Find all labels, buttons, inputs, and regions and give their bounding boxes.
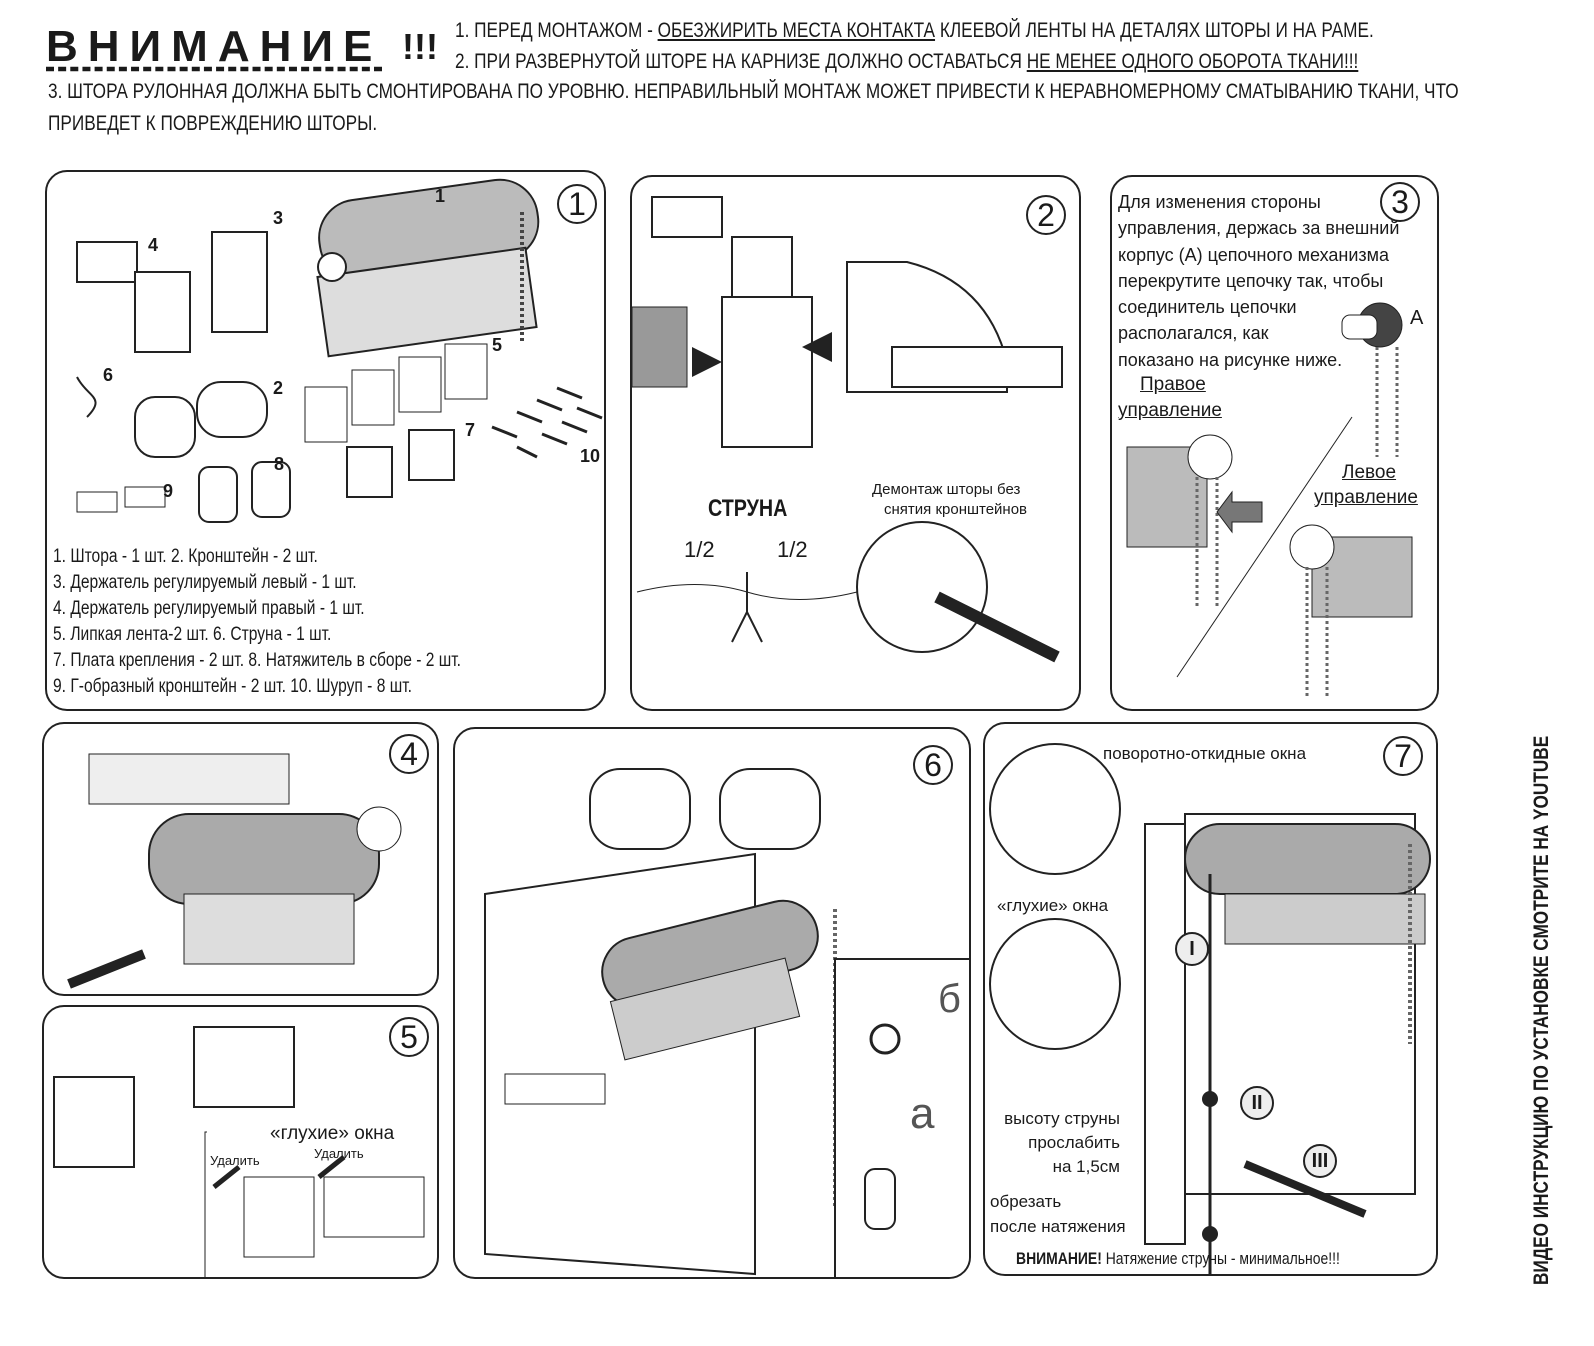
step-3-panel: 3 Для изменения стороны управления, держ… (1110, 175, 1439, 711)
remove-label: Удалить (210, 1153, 260, 1168)
dismount-caption-line: Демонтаж шторы без (872, 481, 1021, 498)
parts-list-text: 1. Штора - 1 шт. 2. Кронштейн - 2 шт. (53, 546, 318, 567)
tension-warning: ВНИМАНИЕ! Натяжение струны - минимальное… (1016, 1249, 1411, 1269)
stage-marker-2: II (1240, 1086, 1274, 1120)
bracket-illustration (632, 196, 1063, 663)
part-label: 6 (103, 365, 114, 385)
part-label: 8 (274, 454, 285, 474)
control-side-instructions: Для изменения стороны управления, держас… (1118, 189, 1399, 373)
note-3-line2-text: ПРИВЕДЕТ К ПОВРЕЖДЕНИЮ ШТОРЫ. (48, 112, 378, 135)
instruction-line: показано на рисунке ниже. (1118, 349, 1343, 370)
part-label: 10 (580, 446, 601, 466)
part-label: 3 (273, 208, 284, 228)
right-control-label: управление (1118, 400, 1222, 421)
half-right-label: 1/2 (777, 537, 808, 562)
step-1-panel: 1 1 2 3 4 5 6 7 8 9 10 1. Штора - 1 шт. … (45, 170, 606, 711)
blind-window-illustration (53, 1026, 425, 1277)
note-1-suffix: КЛЕЕВОЙ ЛЕНТЫ НА ДЕТАЛЯХ ШТОРЫ И НА РАМЕ… (935, 19, 1374, 42)
part-label: 4 (148, 235, 159, 255)
parts-list-item: 1. Штора - 1 шт. 2. Кронштейн - 2 шт. (53, 544, 551, 570)
tension-warning-bold: ВНИМАНИЕ! (1016, 1249, 1102, 1268)
half-left-label: 1/2 (684, 537, 715, 562)
instruction-line: управления, держась за внешний (1118, 218, 1400, 239)
string-label-text: СТРУНА (708, 495, 788, 522)
parts-list-text: 9. Г-образный кронштейн - 2 шт. 10. Шуру… (53, 676, 412, 697)
part-label: 2 (273, 378, 284, 398)
cut-caption-line: обрезать (990, 1192, 1062, 1211)
slack-caption-line: на 1,5см (1052, 1157, 1120, 1176)
step-number: 7 (1383, 736, 1423, 776)
youtube-video-note-text: ВИДЕО ИНСТРУКЦИЮ ПО УСТАНОВКЕ СМОТРИТЕ Н… (1530, 735, 1553, 1285)
step-number: 3 (1380, 182, 1420, 222)
step-4-panel: 4 (42, 722, 439, 996)
dismount-caption-line: снятия кронштейнов (884, 501, 1028, 518)
note-1: 1. ПЕРЕД МОНТАЖОМ - ОБЕЗЖИРИТЬ МЕСТА КОН… (455, 19, 1575, 43)
part-label: 9 (163, 481, 174, 501)
tilt-window-illustration (484, 768, 969, 1277)
stage-marker-3: III (1303, 1144, 1337, 1178)
part-label: 5 (492, 335, 503, 355)
left-control-label: Левое (1342, 462, 1397, 483)
step-number: 1 (557, 184, 597, 224)
label-a: а (910, 1089, 935, 1138)
right-control-label: Правое (1140, 374, 1206, 395)
note-3-line1-text: 3. ШТОРА РУЛОННАЯ ДОЛЖНА БЫТЬ СМОНТИРОВА… (48, 80, 1459, 103)
instruction-line: Для изменения стороны (1118, 192, 1321, 212)
parts-list-item: 7. Плата крепления - 2 шт. 8. Натяжитель… (53, 648, 551, 674)
left-control-label: управление (1314, 487, 1418, 508)
step-number: 5 (389, 1017, 429, 1057)
step-number: 6 (913, 745, 953, 785)
tension-illustration (989, 743, 1431, 1274)
cut-caption-line: после натяжения (990, 1217, 1126, 1236)
slack-caption-line: высоту струны (1004, 1109, 1120, 1128)
dismount-caption: Демонтаж шторы без снятия кронштейнов (872, 480, 1027, 520)
note-2-emphasis: НЕ МЕНЕЕ ОДНОГО ОБОРОТА ТКАНИ!!! (1026, 50, 1359, 73)
step-2-panel: 2 СТРУНА 1/2 1/2 Демонтаж шторы без снят… (630, 175, 1081, 711)
stage-marker-1: I (1175, 932, 1209, 966)
note-3-line1: 3. ШТОРА РУЛОННАЯ ДОЛЖНА БЫТЬ СМОНТИРОВА… (48, 80, 1594, 104)
step-number: 4 (389, 734, 429, 774)
parts-list-item: 4. Держатель регулируемый правый - 1 шт. (53, 596, 551, 622)
note-2-prefix: 2. ПРИ РАЗВЕРНУТОЙ ШТОРЕ НА КАРНИЗЕ ДОЛЖ… (455, 50, 1027, 73)
note-3-line2: ПРИВЕДЕТ К ПОВРЕЖДЕНИЮ ШТОРЫ. (48, 112, 449, 136)
instruction-line: располагался, как (1118, 323, 1269, 344)
step-6-panel: 6 б а (453, 727, 971, 1279)
blind-windows-label: «глухие» окна (997, 896, 1109, 916)
note-2: 2. ПРИ РАЗВЕРНУТОЙ ШТОРЕ НА КАРНИЗЕ ДОЛЖ… (455, 50, 1557, 74)
string-label: СТРУНА (708, 495, 805, 523)
cut-caption: обрезать после натяжения (990, 1189, 1126, 1239)
parts-list-text: 4. Держатель регулируемый правый - 1 шт. (53, 598, 365, 619)
youtube-video-note: ВИДЕО ИНСТРУКЦИЮ ПО УСТАНОВКЕ СМОТРИТЕ Н… (1530, 645, 1554, 1285)
instruction-line: соединитель цепочки (1118, 297, 1297, 318)
instruction-line: перекрутите цепочку так, чтобы (1118, 270, 1384, 291)
part-label: 1 (435, 186, 446, 206)
slack-caption-line: прослабить (1028, 1133, 1120, 1152)
tilt-windows-label: поворотно-откидные окна (1103, 744, 1307, 764)
part-label: 7 (465, 420, 476, 440)
step-5-panel: 5 «глухие» окна Удалить Удалить (42, 1005, 439, 1279)
parts-list-text: 7. Плата крепления - 2 шт. 8. Натяжитель… (53, 650, 462, 671)
step-7-panel: 7 поворотно-откидные окна «глухие» окна … (983, 722, 1438, 1276)
parts-list-item: 3. Держатель регулируемый левый - 1 шт. (53, 570, 551, 596)
note-1-prefix: 1. ПЕРЕД МОНТАЖОМ - (455, 19, 658, 42)
parts-list-item: 5. Липкая лента-2 шт. 6. Струна - 1 шт. (53, 622, 551, 648)
blind-windows-label: «глухие» окна (266, 1123, 399, 1145)
chain-direction-illustration (1126, 302, 1413, 697)
note-1-emphasis: ОБЕЗЖИРИТЬ МЕСТА КОНТАКТА (657, 19, 936, 42)
warning-title: ВНИМАНИЕ (46, 22, 383, 71)
remove-label: Удалить (314, 1146, 364, 1161)
parts-list-item: 9. Г-образный кронштейн - 2 шт. 10. Шуру… (53, 674, 551, 700)
warning-exclaim: !!! (402, 26, 438, 67)
slack-caption: высоту струны прослабить на 1,5см (985, 1107, 1120, 1179)
label-b: б (938, 977, 961, 1021)
mounting-illustration (67, 753, 402, 989)
instruction-line: корпус (А) цепочного механизма (1118, 244, 1390, 265)
step-number: 2 (1026, 195, 1066, 235)
parts-list: 1. Штора - 1 шт. 2. Кронштейн - 2 шт. 3.… (53, 544, 551, 700)
parts-illustration (76, 178, 603, 523)
housing-label-a: А (1410, 307, 1424, 329)
parts-list-text: 5. Липкая лента-2 шт. 6. Струна - 1 шт. (53, 624, 332, 645)
tension-warning-text: Натяжение струны - минимальное!!! (1101, 1249, 1340, 1268)
parts-list-text: 3. Держатель регулируемый левый - 1 шт. (53, 572, 357, 593)
